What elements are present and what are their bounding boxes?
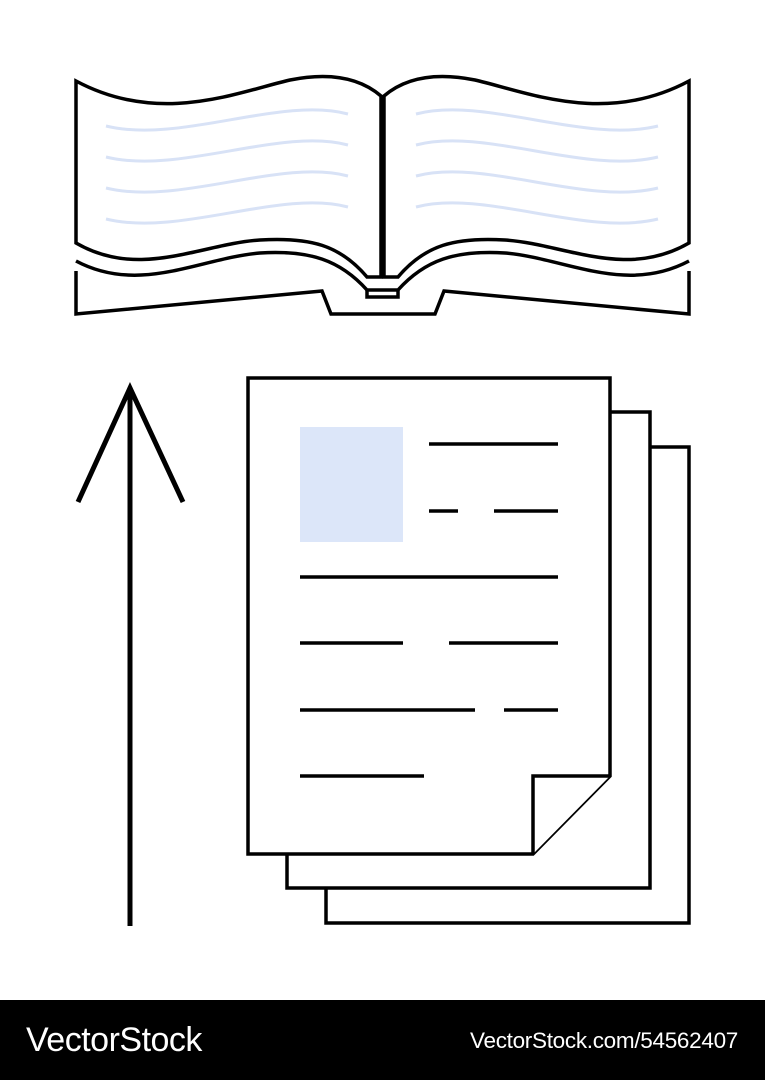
brand-logo: VectorStock	[26, 1021, 202, 1059]
document-page-curl	[531, 774, 610, 854]
book-left-page	[74, 74, 383, 279]
up-arrow-icon	[75, 382, 186, 926]
watermark-footer: VectorStock VectorStock.com/54562407	[0, 1000, 765, 1080]
book-right-page	[382, 74, 691, 279]
document-text-lines	[300, 442, 558, 778]
book-left-text-lines	[105, 108, 349, 225]
document-stack-icon	[246, 376, 691, 925]
book-cover	[74, 250, 691, 316]
book-right-text-lines	[415, 108, 659, 225]
illustration	[74, 74, 691, 926]
open-book-icon	[74, 74, 691, 316]
image-reference: VectorStock.com/54562407	[470, 1028, 738, 1053]
document-image-placeholder	[300, 427, 403, 542]
arrow-head	[75, 382, 186, 504]
